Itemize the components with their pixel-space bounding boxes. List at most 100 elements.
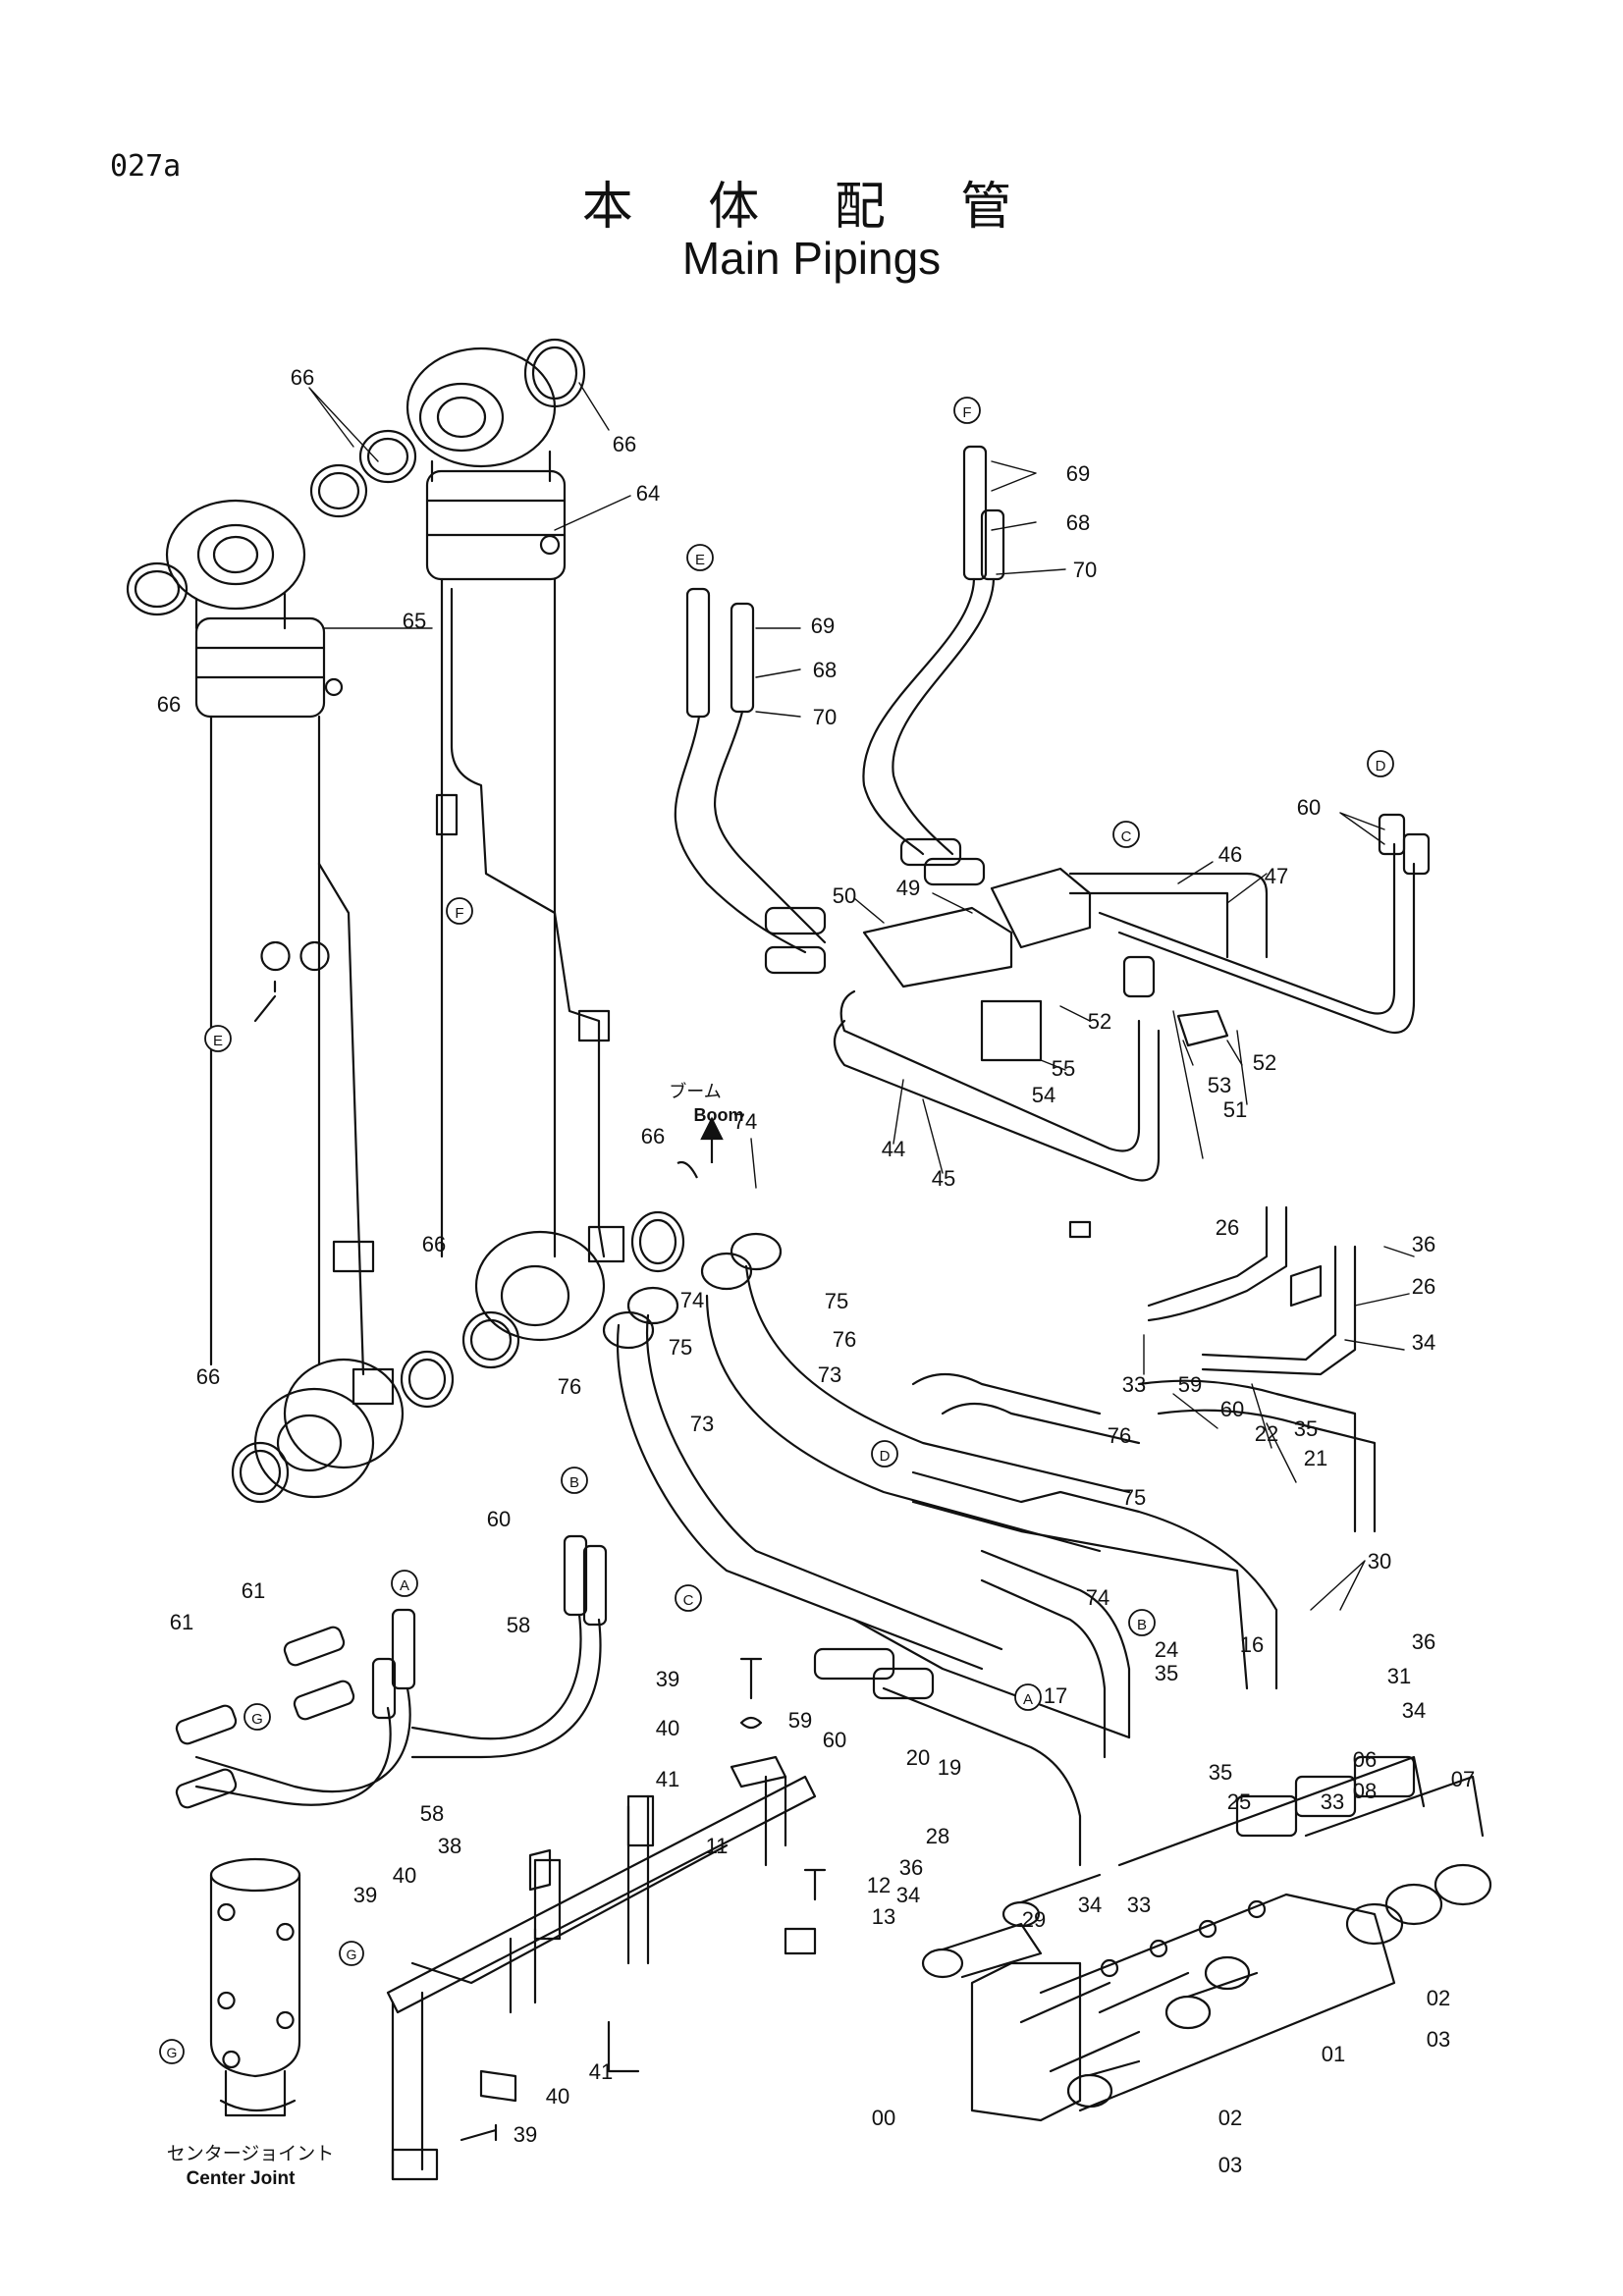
part-number: 28 bbox=[926, 1824, 949, 1848]
ref-letter-e-top: E bbox=[695, 552, 705, 568]
part-number: 03 bbox=[1427, 2027, 1450, 2052]
ref-marker-g-lower bbox=[243, 1703, 271, 1731]
part-number: 39 bbox=[514, 2122, 537, 2147]
part-number: 11 bbox=[706, 1834, 729, 1858]
part-number: 60 bbox=[823, 1728, 846, 1752]
part-number: 35 bbox=[1209, 1760, 1232, 1785]
part-number: 38 bbox=[438, 1834, 461, 1858]
boom-label-en: Boom bbox=[694, 1105, 744, 1125]
ref-letter-d-mid: D bbox=[880, 1448, 891, 1465]
part-number: 69 bbox=[811, 614, 835, 638]
part-number: 35 bbox=[1155, 1661, 1178, 1685]
part-number: 76 bbox=[833, 1327, 856, 1352]
part-number: 21 bbox=[1304, 1446, 1327, 1470]
part-number: 29 bbox=[1022, 1907, 1046, 1932]
part-number: 66 bbox=[613, 432, 636, 456]
part-number: 26 bbox=[1412, 1274, 1435, 1299]
ref-letter-c-mid: C bbox=[683, 1592, 694, 1609]
part-number: 60 bbox=[1220, 1397, 1244, 1421]
part-number: 45 bbox=[932, 1166, 955, 1191]
part-number: 41 bbox=[589, 2059, 613, 2084]
boom-direction-arrow bbox=[676, 1116, 724, 1179]
part-number: 24 bbox=[1155, 1637, 1178, 1662]
part-number: 64 bbox=[636, 481, 660, 506]
part-number: 58 bbox=[507, 1613, 530, 1637]
part-number: 02 bbox=[1218, 2106, 1242, 2130]
part-number: 40 bbox=[546, 2084, 569, 2109]
part-number: 46 bbox=[1218, 842, 1242, 867]
part-number: 34 bbox=[1412, 1330, 1435, 1355]
part-number: 70 bbox=[813, 705, 837, 729]
ref-letter-e-mid: E bbox=[213, 1033, 223, 1049]
part-number: 55 bbox=[1052, 1056, 1075, 1081]
ref-letter-a-lower: A bbox=[400, 1577, 409, 1594]
boom-label-jp: ブーム bbox=[669, 1081, 721, 1101]
part-number: 41 bbox=[656, 1767, 679, 1791]
part-number: 17 bbox=[1044, 1683, 1067, 1708]
ref-marker-c-mid bbox=[675, 1584, 702, 1612]
part-number: 74 bbox=[733, 1109, 757, 1134]
seal-rings-66 bbox=[126, 338, 685, 1504]
bolts-and-clamps bbox=[460, 1220, 1092, 2142]
part-number: 59 bbox=[788, 1708, 812, 1733]
ref-letter-d-top: D bbox=[1376, 758, 1386, 774]
part-number: 34 bbox=[896, 1883, 920, 1907]
reference-marker-group bbox=[159, 397, 1394, 2064]
ref-letter-b-lower: B bbox=[569, 1474, 579, 1491]
part-number: 31 bbox=[1387, 1664, 1411, 1688]
part-number: 73 bbox=[690, 1412, 714, 1436]
part-number: 61 bbox=[170, 1610, 193, 1634]
part-number: 51 bbox=[1223, 1097, 1247, 1122]
part-number: 66 bbox=[422, 1232, 446, 1256]
part-number: 36 bbox=[1412, 1629, 1435, 1654]
part-number: 65 bbox=[403, 609, 426, 633]
boom-cylinder-right bbox=[406, 347, 625, 1342]
ref-marker-f-mid bbox=[446, 897, 473, 925]
part-number: 35 bbox=[1294, 1416, 1318, 1441]
part-number: 36 bbox=[899, 1855, 923, 1880]
ref-marker-g-joint-left bbox=[159, 2039, 185, 2064]
part-number: 60 bbox=[1297, 795, 1321, 820]
part-number: 69 bbox=[1066, 461, 1090, 486]
page-title-english: Main Pipings bbox=[681, 233, 942, 284]
boom-hose-assemblies bbox=[602, 1232, 1377, 1867]
part-number: 25 bbox=[1227, 1789, 1251, 1814]
part-number: 01 bbox=[1322, 2042, 1345, 2066]
ref-marker-e-mid bbox=[204, 1025, 232, 1052]
page-number: 027a bbox=[110, 149, 182, 184]
part-number: 34 bbox=[1402, 1698, 1426, 1723]
mounting-frame-11 bbox=[386, 1775, 817, 2181]
ref-marker-c-top bbox=[1112, 821, 1140, 848]
part-number: 74 bbox=[1086, 1585, 1109, 1610]
ref-letter-b-mid: B bbox=[1137, 1617, 1147, 1633]
part-number: 68 bbox=[813, 658, 837, 682]
center-joint bbox=[209, 1857, 301, 2117]
boom-cylinder-left bbox=[165, 499, 405, 1499]
part-number: 68 bbox=[1066, 510, 1090, 535]
part-number: 75 bbox=[1122, 1485, 1146, 1510]
part-number: 33 bbox=[1321, 1789, 1344, 1814]
part-number: 13 bbox=[872, 1904, 895, 1929]
part-number: 66 bbox=[291, 365, 314, 390]
ref-letter-g-joint-left: G bbox=[167, 2045, 178, 2060]
ref-marker-g-joint-right bbox=[339, 1941, 364, 1966]
elbow-pipes-26 bbox=[1147, 1205, 1357, 1376]
part-number: 34 bbox=[1078, 1893, 1102, 1917]
ref-marker-a-lower bbox=[391, 1570, 418, 1597]
part-number: 50 bbox=[833, 883, 856, 908]
ref-marker-b-lower bbox=[561, 1467, 588, 1494]
part-number: 20 bbox=[906, 1745, 930, 1770]
part-number: 76 bbox=[1108, 1423, 1131, 1448]
part-number: 44 bbox=[882, 1137, 905, 1161]
ref-marker-f-top bbox=[953, 397, 981, 424]
part-number: 74 bbox=[680, 1288, 704, 1312]
part-number: 07 bbox=[1451, 1767, 1475, 1791]
part-number: 00 bbox=[872, 2106, 895, 2130]
part-number: 58 bbox=[420, 1801, 444, 1826]
part-number: 08 bbox=[1353, 1779, 1377, 1803]
control-valve-assembly bbox=[921, 1755, 1492, 2122]
ref-letter-g-joint-right: G bbox=[347, 1947, 357, 1962]
ref-letter-a-mid: A bbox=[1023, 1691, 1033, 1708]
